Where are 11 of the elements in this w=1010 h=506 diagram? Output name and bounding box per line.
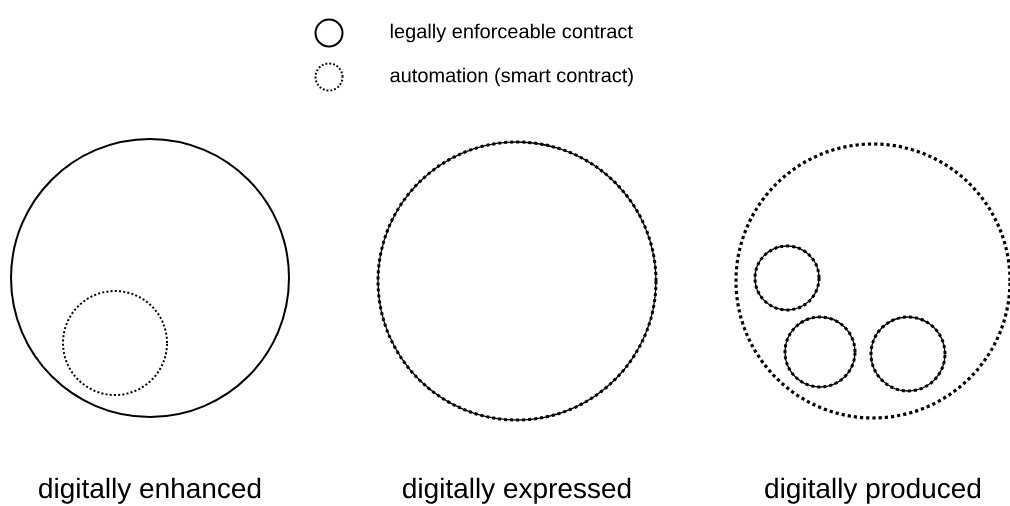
circle [10,138,290,418]
circle [869,315,947,393]
circle [783,315,857,389]
legend-label: automation (smart contract) [390,67,633,87]
circle [62,290,168,396]
node-label: digitally expressed [403,477,631,504]
circle [376,140,658,422]
circle [753,244,821,312]
legend-label: legally enforceable contract [390,23,633,43]
node-label: digitally produced [765,477,981,504]
node-label: digitally enhanced [39,477,261,504]
